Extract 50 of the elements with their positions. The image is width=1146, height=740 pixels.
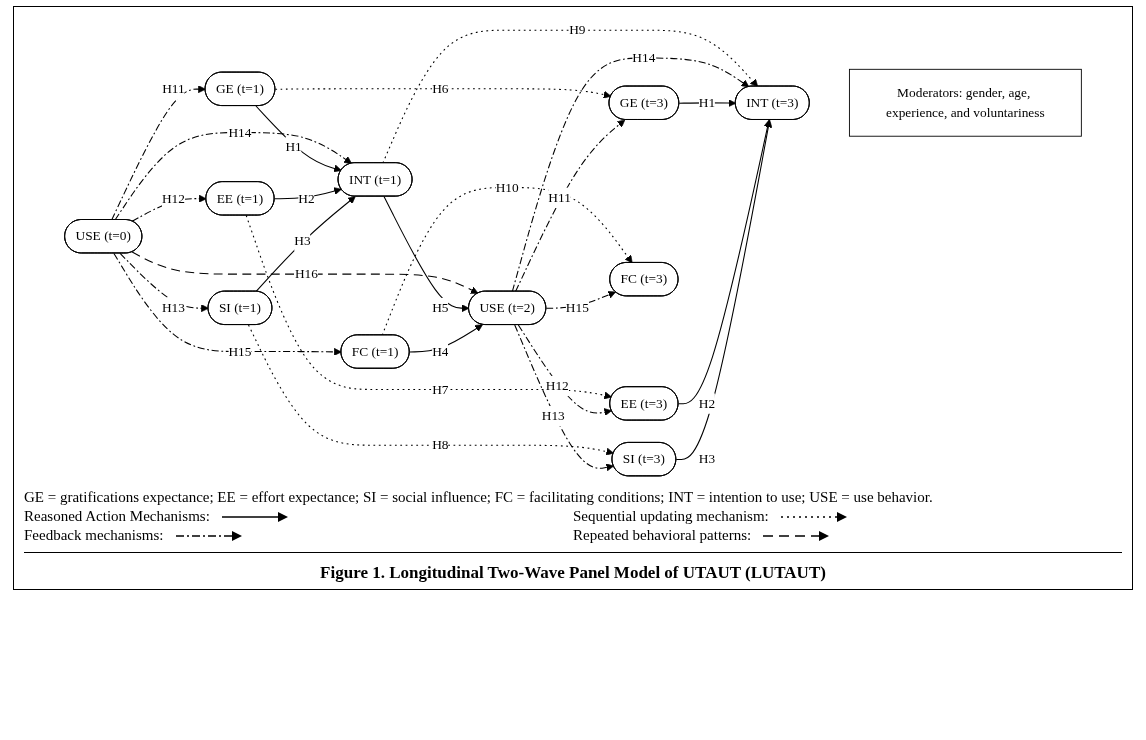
arrow (514, 324, 615, 472)
legend-text: Sequential updating mechanism: (573, 508, 769, 525)
edge-label: H12 (545, 378, 569, 393)
edge-label: H3 (294, 233, 311, 248)
edge-label: H11 (548, 190, 571, 205)
edge-label: H15 (565, 300, 589, 315)
edge-label: H1 (285, 139, 302, 154)
edge-label: H13 (161, 300, 186, 315)
edge-label: H12 (161, 190, 186, 206)
legend-text: Repeated behavioral patterns: (573, 527, 752, 544)
arrow (119, 252, 209, 313)
edge-label: H1 (698, 95, 716, 110)
edge-label: H2 (698, 396, 716, 411)
edge-label: H13 (541, 408, 565, 423)
arrow (545, 291, 616, 309)
edge-label: H3 (698, 451, 716, 467)
arrow (113, 252, 342, 356)
edge-label: H4 (432, 344, 449, 359)
arrow (131, 194, 207, 222)
edge-label: H5 (432, 300, 449, 315)
arrow (409, 324, 483, 353)
edge-label: H15 (228, 344, 252, 359)
edge-label: H14 (632, 50, 656, 65)
edge-label: H7 (432, 382, 449, 397)
edge-label: H16 (294, 266, 318, 282)
arrow (675, 119, 773, 461)
legend-text: Feedback mechanisms: (24, 527, 164, 544)
arrow (131, 251, 479, 294)
arrow (383, 196, 470, 313)
arrow (274, 88, 612, 99)
arrow (247, 324, 615, 456)
arrow (515, 119, 626, 293)
arrow (245, 214, 612, 400)
abbreviation-note: GE = gratifications expectance; EE = effort expectance; SI = social influence; FC = facilitating conditions; INT = intention to use; USE = use behavior. (24, 489, 934, 506)
legend-text: Reasoned Action Mechanisms: (24, 508, 210, 525)
arrow (255, 196, 356, 293)
arrow (511, 57, 750, 293)
arrow (255, 105, 342, 173)
edge-label: H9 (569, 22, 586, 38)
node-box: Moderators: gender, age, experience, and voluntariness (848, 68, 1082, 137)
edge-label: H10 (495, 180, 519, 195)
edge-label: H8 (432, 437, 449, 453)
arrow (517, 324, 612, 416)
figure-caption: Figure 1. Longitudinal Two-Wave Panel Model of UTAUT (LUTAUT) (24, 552, 1122, 583)
edge-label: H14 (228, 125, 252, 140)
edge-label: H6 (432, 81, 449, 96)
edge-label: H11 (162, 81, 185, 96)
arrow (114, 132, 352, 221)
arrow (111, 85, 206, 221)
edge-label: H2 (298, 190, 315, 206)
